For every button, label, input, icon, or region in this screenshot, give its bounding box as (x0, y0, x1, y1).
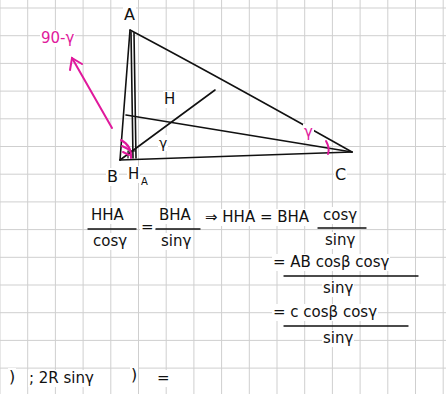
grid-line (0, 8, 446, 9)
magenta-marks (70, 58, 329, 158)
grid-line (138, 0, 139, 394)
angle-label: γ (158, 135, 168, 151)
angle-fill-b (122, 146, 130, 155)
numerator: HHA (90, 207, 125, 224)
numerator: = AB cosβ cosγ (272, 254, 390, 271)
grid-line (110, 0, 111, 394)
grid-line (304, 0, 305, 394)
angle-label: 90-γ (40, 30, 75, 47)
grid-line (193, 0, 194, 394)
pointer-arrow (72, 58, 112, 128)
grid-line (0, 201, 446, 202)
grid-line (83, 0, 84, 394)
grid-line (0, 174, 446, 175)
grid-line (0, 340, 446, 341)
grid-line (0, 146, 446, 147)
vertex-label: B (106, 168, 119, 186)
equals-sign: = (156, 370, 171, 387)
grid-line (360, 0, 361, 394)
altitude-a-double (134, 33, 136, 158)
equals-sign: = (140, 219, 155, 236)
equation-text: ⇒ HHA = BHA (204, 209, 310, 226)
grid-line (249, 0, 250, 394)
denominator: sinγ (322, 330, 354, 347)
angle-arc-c (326, 141, 329, 154)
grid-line (387, 0, 388, 394)
grid-line (221, 0, 222, 394)
grid-line (277, 0, 278, 394)
numerator: = c cosβ cosγ (272, 304, 378, 321)
arrow-head (70, 58, 82, 70)
numerator: BHA (158, 207, 192, 224)
angle-label: γ (303, 124, 314, 141)
denominator: sinγ (160, 233, 192, 250)
altitude-c (126, 115, 352, 152)
point-label: H (163, 91, 176, 108)
subscript: A (140, 176, 149, 188)
altitude-b (120, 90, 215, 160)
numerator: cosγ (322, 207, 358, 224)
bracket: ) (8, 368, 16, 386)
grid-line (166, 0, 167, 394)
denominator: sinγ (322, 280, 354, 297)
grid-line (0, 312, 446, 313)
denominator: sinγ (324, 232, 356, 249)
grid-line (55, 0, 56, 394)
angle-arc-b (121, 140, 131, 158)
vertex-label: C (334, 166, 347, 184)
bracket: ) (130, 366, 138, 384)
fraction-bar (284, 325, 408, 326)
grid-line (0, 118, 446, 119)
fraction-bar (156, 228, 200, 229)
grid-line (27, 0, 28, 394)
grid-line (0, 0, 1, 394)
vertex-label: A (123, 6, 136, 24)
point-label: H (127, 166, 140, 183)
triangle (120, 30, 352, 160)
grid-line (0, 229, 446, 230)
fraction-bar (88, 228, 136, 229)
grid-line (0, 63, 446, 64)
fraction-bars (88, 228, 418, 326)
fraction-bar (284, 275, 418, 276)
grid-line (0, 91, 446, 92)
grid-line (415, 0, 416, 394)
grid-line (0, 285, 446, 286)
fraction-bar (318, 227, 366, 228)
denominator: cosγ (92, 233, 128, 250)
equation-text: ; 2R sinγ (28, 370, 95, 387)
side-bc (120, 152, 352, 160)
grid-line (0, 368, 446, 369)
altitude-a (131, 32, 133, 158)
grid-line (443, 0, 444, 394)
